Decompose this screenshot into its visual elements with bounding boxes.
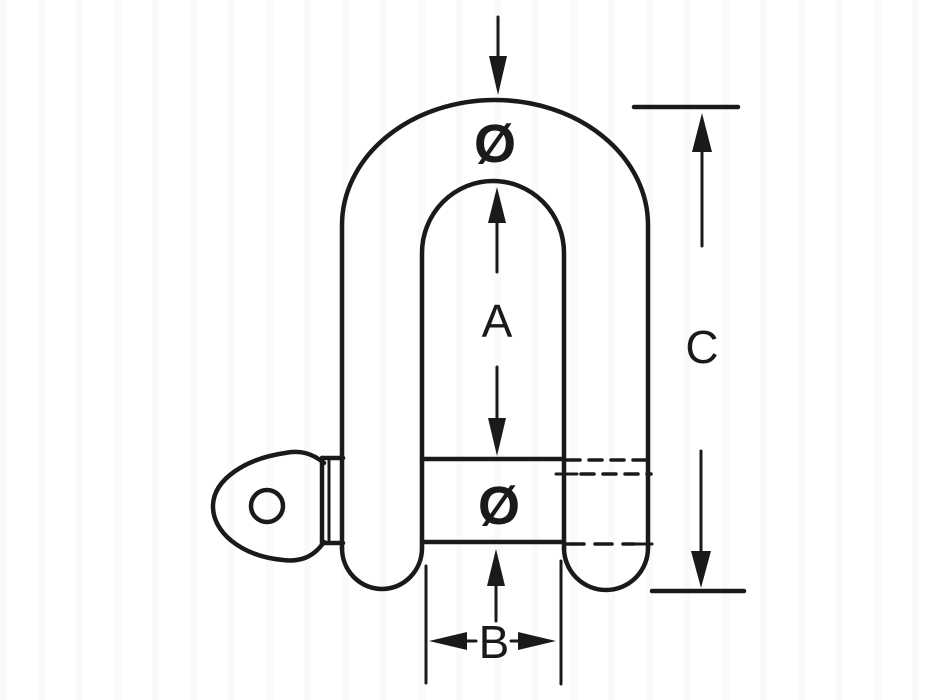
dim-a-arrow-down-head (488, 418, 506, 456)
dim-b-arrow-left-head (429, 632, 467, 650)
pin-eye-outline (210, 449, 327, 563)
dim-c-label: C (685, 321, 718, 373)
pin-diameter-label: Ø (478, 476, 520, 536)
pin-eye-hole (248, 487, 286, 525)
left-leg-bottom-end (339, 545, 425, 592)
dim-c-arrow-up-head (692, 113, 712, 152)
pin-dia-arrow-up-head (487, 549, 505, 586)
right-leg-bottom-end (561, 545, 651, 593)
dim-c-arrow-down-head (691, 551, 711, 588)
bow-top-arrow-head (489, 56, 507, 95)
dim-a-label: A (482, 295, 513, 347)
dim-b-label: B (479, 616, 510, 668)
dim-b-arrow-right-head (518, 632, 556, 650)
dim-a-arrow-up-head (488, 187, 506, 223)
bow-diameter-label: Ø (474, 114, 516, 174)
bow-outer-outline (339, 97, 651, 551)
bow-inner-outline (419, 178, 567, 551)
